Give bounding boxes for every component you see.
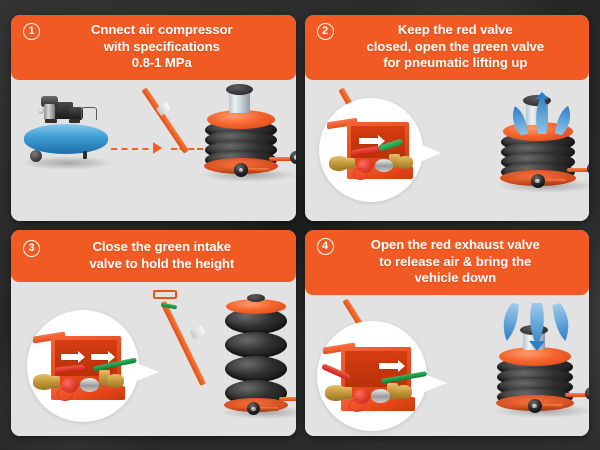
step-badge-1: 1 [23, 23, 40, 40]
panel-2-text: Keep the red valve closed, open the gree… [366, 22, 545, 71]
panel-4-text: Open the red exhaust valve to release ai… [370, 237, 540, 286]
panel-3-header: 3 Close the green intake valve to hold t… [11, 230, 296, 283]
panel-2-illustration [305, 80, 589, 221]
panel-3-text: Close the green intake valve to hold the… [89, 239, 235, 271]
instruction-panel-4: 4 Open the red exhaust valve to release … [304, 230, 589, 436]
panel-1-body [11, 79, 296, 221]
panel-2-body [304, 79, 589, 221]
step-badge-4: 4 [316, 238, 334, 255]
panel-4-illustration [305, 295, 589, 436]
blue-down-arrows [493, 301, 581, 353]
panel-4-body [304, 294, 589, 436]
panel-1-illustration [11, 80, 296, 221]
panel-3-body [11, 282, 296, 436]
panel-2-header: 2 Keep the red valve closed, open the gr… [304, 15, 589, 80]
panel-4-header: 4 Open the red exhaust valve to release … [304, 230, 589, 295]
panel-1-text: Cnnect air compressor with specification… [90, 22, 233, 71]
instruction-panel-3: 3 Close the green intake valve to hold t… [11, 230, 296, 436]
panel-1-header: 1 Cnnect air compressor with specificati… [11, 15, 296, 80]
instruction-panel-1: 1 Cnnect air compressor with specificati… [11, 15, 296, 221]
step-badge-2: 2 [316, 23, 334, 40]
step-badge-3: 3 [23, 240, 40, 257]
instruction-panel-2: 2 Keep the red valve closed, open the gr… [304, 15, 589, 221]
panel-3-illustration [11, 282, 296, 436]
blue-up-arrows [501, 88, 583, 136]
